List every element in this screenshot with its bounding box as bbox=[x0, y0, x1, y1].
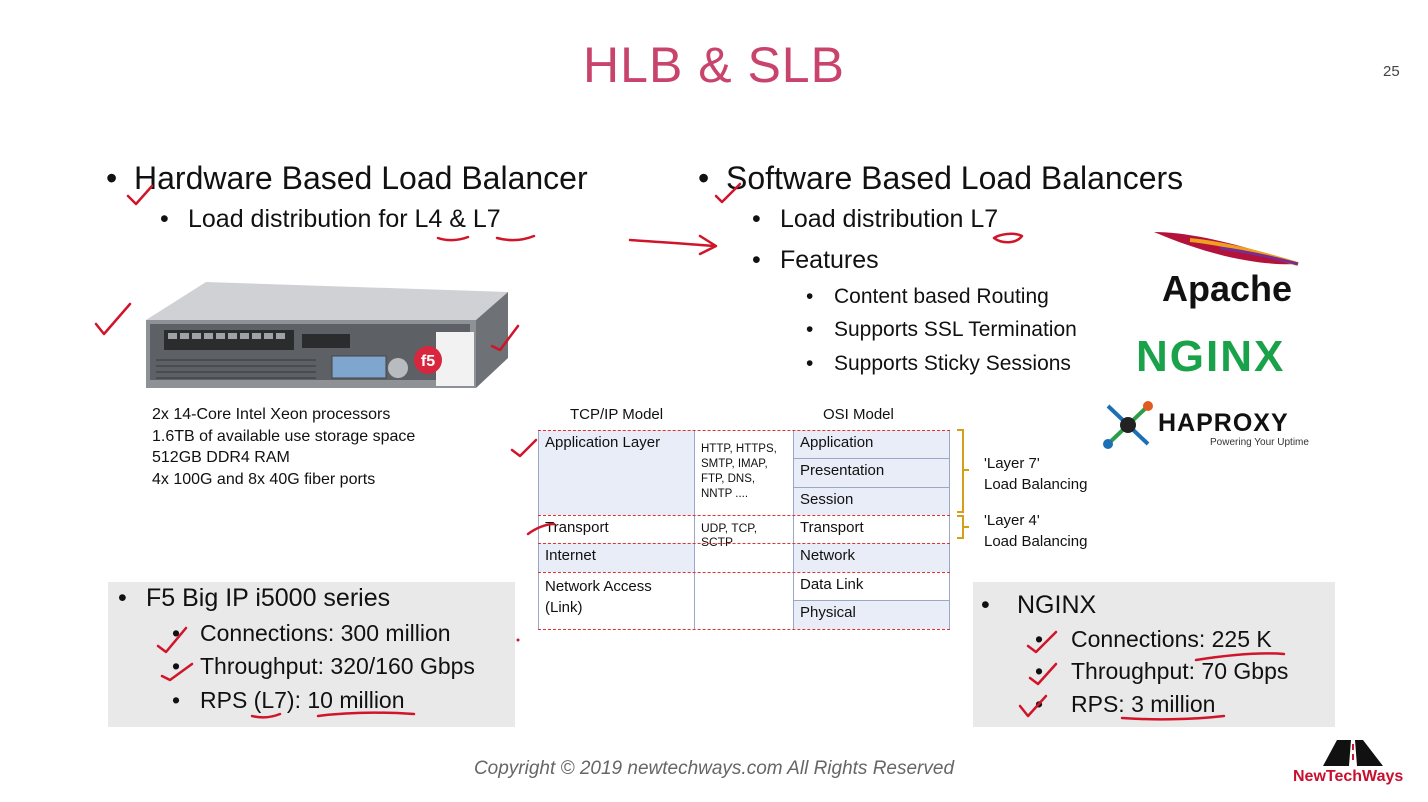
tcp-cell-application: Application Layer bbox=[538, 430, 694, 515]
newtechways-logo-icon bbox=[1323, 740, 1383, 766]
software-lb-sub1: •Load distribution L7 bbox=[752, 205, 999, 233]
hardware-lb-sub: •Load distribution for L4 & L7 bbox=[160, 205, 501, 233]
apache-feather-icon bbox=[1154, 232, 1299, 266]
f5-box-title: •F5 Big IP i5000 series bbox=[118, 584, 391, 612]
apache-logo: Apache bbox=[1162, 268, 1293, 309]
protocols-cell-transport: UDP, TCP, SCTP bbox=[701, 521, 758, 549]
slide-title: HLB & SLB bbox=[583, 37, 845, 93]
tcp-cell-transport: Transport bbox=[545, 519, 609, 536]
feature-item: •Content based Routing bbox=[806, 285, 1049, 308]
osi-cell: Presentation bbox=[793, 458, 950, 487]
osi-cell: Transport bbox=[800, 519, 864, 536]
protocols-cell-application: HTTP, HTTPS, SMTP, IMAP, FTP, DNS, NNTP … bbox=[701, 443, 777, 500]
layer4-label: 'Layer 4' Load Balancing bbox=[984, 512, 1088, 550]
page-number: 25 bbox=[1383, 63, 1400, 80]
osi-cell: Network bbox=[793, 543, 950, 572]
spec-line: 2x 14-Core Intel Xeon processors bbox=[152, 406, 391, 423]
svg-text:f5: f5 bbox=[421, 353, 435, 370]
device-specs: 2x 14-Core Intel Xeon processors 1.6TB o… bbox=[152, 404, 415, 490]
layer7-label: 'Layer 7' Load Balancing bbox=[984, 455, 1088, 493]
spec-line: 512GB DDR4 RAM bbox=[152, 449, 290, 466]
tcp-cell-internet: Internet bbox=[538, 543, 694, 572]
feature-item: •Supports SSL Termination bbox=[806, 318, 1077, 341]
haproxy-tagline: Powering Your Uptime bbox=[1210, 437, 1309, 448]
haproxy-icon bbox=[1103, 401, 1153, 449]
software-lb-sub2: •Features bbox=[752, 246, 879, 274]
newtechways-logo-text: NewTechWays bbox=[1293, 768, 1404, 785]
nginx-specs-box: •NGINX •Connections: 225 K •Throughput: … bbox=[973, 582, 1335, 727]
f5-device-image: f5 bbox=[146, 282, 508, 388]
nginx-box-title: •NGINX bbox=[981, 591, 1097, 619]
copyright-text: Copyright © 2019 newtechways.com All Rig… bbox=[473, 758, 955, 779]
tcpip-osi-table: TCP/IP Model OSI Model Application Layer… bbox=[538, 404, 950, 630]
osi-header: OSI Model bbox=[823, 406, 894, 423]
software-lb-heading: •Software Based Load Balancers bbox=[698, 160, 1184, 196]
layer-bracket bbox=[957, 429, 969, 539]
tcp-cell-network-access: Network Access (Link) bbox=[545, 578, 652, 616]
nginx-connections: •Connections: 225 K bbox=[1035, 626, 1272, 652]
osi-cell: Data Link bbox=[800, 576, 864, 593]
feature-item: •Supports Sticky Sessions bbox=[806, 352, 1071, 375]
f5-rps: •RPS (L7): 10 million bbox=[172, 687, 405, 713]
spec-line: 1.6TB of available use storage space bbox=[152, 427, 416, 445]
f5-connections: •Connections: 300 million bbox=[172, 620, 451, 646]
osi-cell: Physical bbox=[793, 600, 950, 629]
haproxy-logo: HAPROXY bbox=[1158, 409, 1289, 437]
tcpip-header: TCP/IP Model bbox=[570, 406, 664, 423]
hardware-lb-heading: •Hardware Based Load Balancer bbox=[106, 160, 588, 196]
osi-cell: Session bbox=[793, 487, 950, 515]
osi-cell: Application bbox=[793, 430, 950, 458]
nginx-throughput: •Throughput: 70 Gbps bbox=[1035, 658, 1289, 684]
f5-throughput: •Throughput: 320/160 Gbps bbox=[172, 653, 475, 679]
spec-line: 4x 100G and 8x 40G fiber ports bbox=[152, 470, 376, 488]
nginx-logo: NGINX bbox=[1136, 332, 1286, 381]
f5-specs-box: •F5 Big IP i5000 series •Connections: 30… bbox=[108, 582, 515, 727]
